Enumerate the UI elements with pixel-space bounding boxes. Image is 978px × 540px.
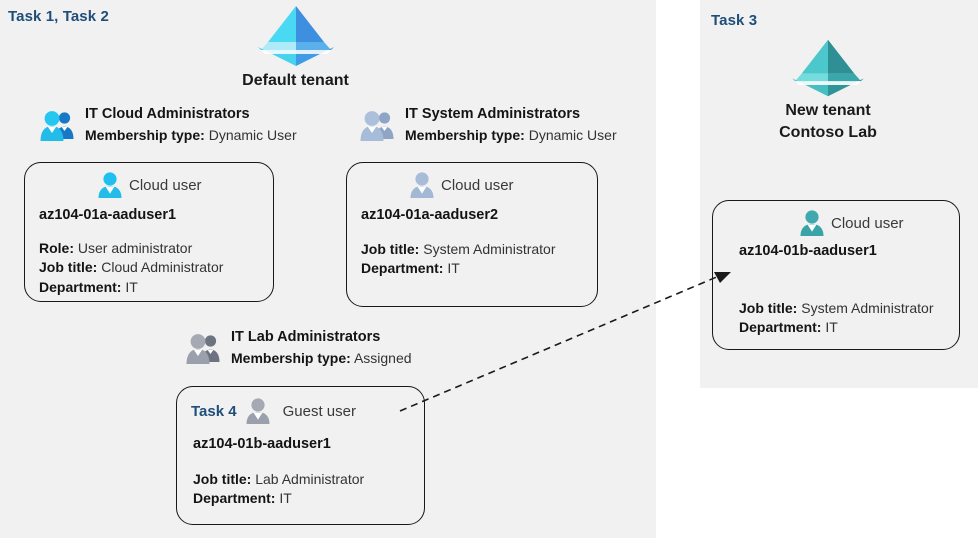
group-membership-type: Membership type: Assigned [231,348,412,368]
group-title: IT Cloud Administrators [85,106,250,122]
card-az104-01b-aaduser1-guest: Task 4 Guest user az104-01b-aaduser1 Job… [176,386,425,525]
group-users-icon [40,110,74,141]
group-membership-type: Membership type: Dynamic User [405,125,617,145]
group-users-icon [360,110,394,141]
azure-tenant-icon [257,6,334,66]
card-usertype: Cloud user [441,176,514,194]
card-property-label: Job title: [361,241,420,257]
card-property-value: Lab Administrator [255,471,365,487]
card-az104-01a-aaduser2: Cloud user az104-01a-aaduser2 Job title:… [346,162,598,307]
group-title: IT System Administrators [405,106,581,122]
default-tenant-panel [0,0,656,538]
card-property-value: User administrator [77,240,193,256]
default-tenant-caption: Default tenant [242,72,349,89]
card-header: Task 4 Guest user [191,397,424,425]
guest-user-icon [246,398,270,424]
cloud-user-icon [98,172,122,198]
card-header: Cloud user [97,171,273,199]
card-property-value: System Administrator [801,300,934,316]
card-property-value: System Administrator [423,241,556,257]
card-properties: Role: User administrator Job title: Clou… [39,239,273,297]
task-label-4: Task 4 [191,402,237,420]
card-usertype: Cloud user [831,214,904,232]
card-property-label: Job title: [39,259,98,276]
card-property-value: Cloud Administrator [101,259,224,276]
card-property-row: Department: IT [739,318,959,337]
card-property-row: Department: IT [193,489,424,508]
card-username: az104-01a-aaduser2 [361,207,499,223]
new-tenant-caption-line2: Contoso Lab [779,123,877,141]
card-property-label: Department: [361,260,444,277]
group-title: IT Lab Administrators [231,329,381,345]
card-property-label: Department: [39,278,122,295]
task-label-3: Task 3 [711,12,758,29]
card-properties: Job title: System Administrator Departme… [739,299,959,338]
group-it-cloud-administrators: IT Cloud Administrators Membership type:… [38,104,297,145]
card-property-label: Job title: [193,471,252,487]
card-usertype: Cloud user [129,176,202,194]
task-label-1-2: Task 1, Task 2 [8,8,109,25]
card-property-row: Department: IT [39,278,273,297]
card-property-row: Job title: System Administrator [739,299,959,318]
group-membership-type: Membership type: Dynamic User [85,125,297,145]
card-properties: Job title: System Administrator Departme… [361,240,597,279]
azure-tenant-icon [792,39,864,97]
card-property-row: Job title: Cloud Administrator [39,258,273,277]
group-membership-label: Membership type: [231,350,351,367]
card-property-label: Role: [39,240,74,256]
card-header: Cloud user [799,209,959,237]
card-property-label: Department: [739,319,822,336]
card-property-label: Job title: [739,300,798,316]
card-property-row: Role: User administrator [39,239,273,258]
card-property-value: IT [825,319,838,336]
group-membership-label: Membership type: [405,127,525,144]
group-membership-label: Membership type: [85,127,205,144]
card-property-value: IT [279,490,292,507]
group-membership-value: Dynamic User [208,127,297,144]
card-header: Cloud user [409,171,597,199]
cloud-user-icon [410,172,434,198]
card-property-value: IT [125,278,138,295]
card-az104-01a-aaduser1: Cloud user az104-01a-aaduser1 Role: User… [24,162,274,302]
card-property-row: Department: IT [361,259,597,278]
group-membership-value: Dynamic User [528,127,617,144]
card-usertype: Guest user [282,402,356,420]
default-tenant-block: Default tenant [233,2,358,92]
card-az104-01b-aaduser1-cloud: Cloud user az104-01b-aaduser1 Job title:… [712,200,960,350]
card-property-label: Department: [193,490,276,507]
card-property-value: IT [447,260,460,277]
card-username: az104-01a-aaduser1 [39,207,177,223]
group-membership-value: Assigned [353,350,412,367]
card-property-row: Job title: System Administrator [361,240,597,259]
card-properties: Job title: Lab Administrator Department:… [193,470,424,509]
cloud-user-icon [800,210,824,236]
card-username: az104-01b-aaduser1 [739,243,877,259]
group-it-lab-administrators: IT Lab Administrators Membership type: A… [184,327,412,368]
new-tenant-block: New tenant Contoso Lab [763,36,893,143]
card-property-row: Job title: Lab Administrator [193,470,424,489]
group-users-icon [186,333,220,364]
card-username: az104-01b-aaduser1 [193,436,331,452]
group-it-system-administrators: IT System Administrators Membership type… [358,104,617,145]
new-tenant-caption-line1: New tenant [785,102,871,119]
